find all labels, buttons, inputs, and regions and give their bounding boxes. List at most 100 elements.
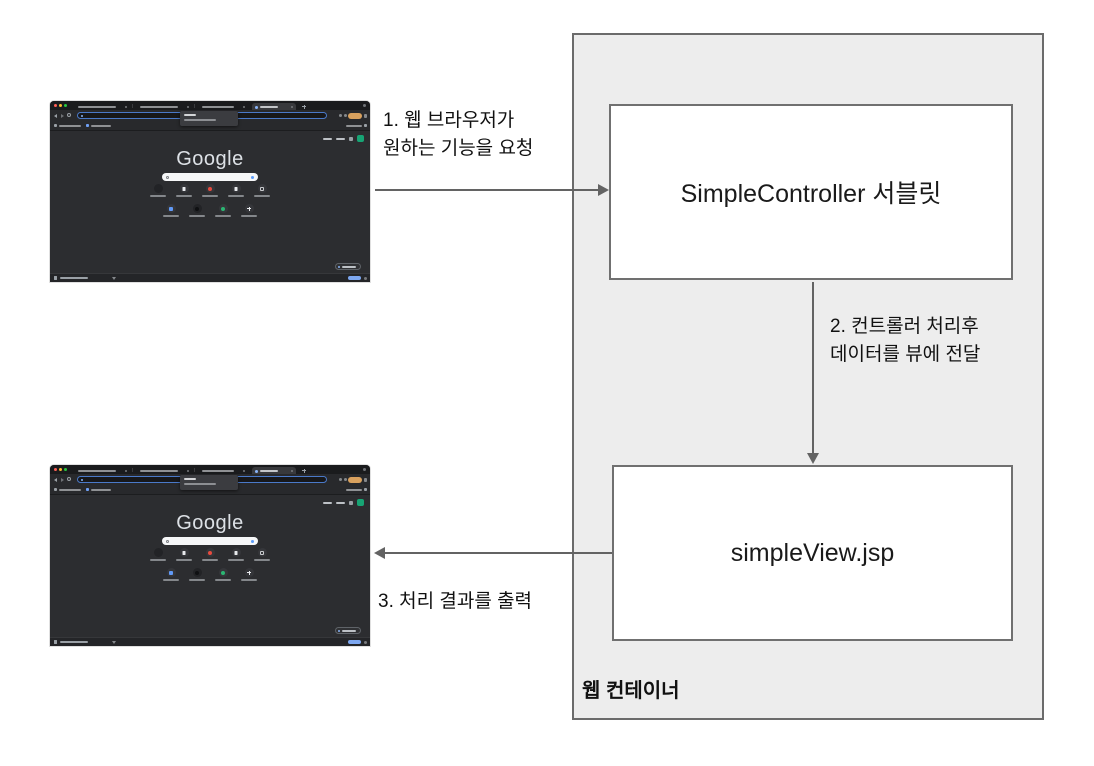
reload-icon: [67, 477, 71, 481]
download-filename-bar: [60, 277, 88, 279]
tab-close-icon: [243, 106, 245, 108]
shortcut-translate-icon: [166, 204, 176, 213]
add-shortcut-icon: [244, 204, 254, 213]
shortcut-label-bar: [176, 195, 192, 197]
site-favicon-icon: [81, 114, 83, 117]
arrow-request-head-icon: [598, 184, 609, 196]
shortcut-doc-icon: [231, 184, 241, 193]
shortcut-outline-icon: [257, 548, 267, 557]
search-box: [162, 173, 258, 181]
back-icon: [54, 113, 57, 118]
bookmark-star-icon: [344, 114, 347, 117]
browser-screenshot-request: Google: [50, 101, 370, 282]
header-links: [323, 499, 364, 506]
header-links: [323, 135, 364, 142]
profile-badge: [348, 476, 362, 483]
shortcut-item: [202, 548, 218, 561]
bookmarks-bar: [50, 485, 370, 495]
images-link-bar: [336, 137, 345, 140]
forward-icon: [61, 113, 64, 118]
arrow-request-line: [375, 189, 599, 191]
browser-menu-icon: [364, 113, 367, 118]
hover-card-title-bar: [184, 478, 196, 480]
simplecontroller-label: SimpleController 서블릿: [680, 180, 942, 208]
tab-active: [252, 467, 296, 474]
shortcut-github-icon: [192, 204, 202, 213]
tab-close-icon: [125, 470, 127, 472]
shortcut-item: [241, 568, 257, 581]
tab-inactive-2: [136, 467, 192, 474]
simplecontroller-box: SimpleController 서블릿: [609, 104, 1013, 280]
tab-separator: [132, 104, 133, 108]
shortcut-item: [241, 204, 257, 217]
new-tab-icon: [302, 468, 306, 473]
apps-grid-icon: [349, 500, 353, 505]
download-file-icon: [54, 276, 57, 280]
shortcut-label-bar: [215, 579, 231, 581]
images-link-bar: [336, 501, 345, 504]
download-show-all-button: [348, 276, 361, 280]
shortcut-item: [176, 184, 192, 197]
shortcut-row-1: [50, 184, 370, 197]
shortcut-label-bar: [189, 215, 205, 217]
apps-grid-icon: [349, 136, 353, 141]
traffic-light-close-icon: [54, 104, 57, 107]
reading-list-label-bar: [346, 124, 362, 127]
step2-line1: 2. 컨트롤러 처리후: [830, 316, 979, 337]
account-avatar: [357, 135, 364, 142]
search-icon: [166, 175, 169, 179]
add-shortcut-icon: [244, 568, 254, 577]
traffic-light-minimize-icon: [59, 468, 62, 471]
traffic-light-close-icon: [54, 468, 57, 471]
shortcut-doc-icon: [231, 548, 241, 557]
bookmark-label-bar: [59, 488, 81, 491]
shortcut-item: [228, 548, 244, 561]
account-avatar: [357, 499, 364, 506]
shortcut-item: [163, 204, 179, 217]
browser-screenshot-response: Google: [50, 465, 370, 646]
shortcut-label-bar: [202, 195, 218, 197]
shortcut-item: [202, 184, 218, 197]
new-tab-page: Google: [50, 495, 370, 646]
pencil-icon: [338, 629, 340, 632]
shortcut-label-bar: [254, 559, 270, 561]
bookmark-star-icon: [344, 478, 347, 481]
reading-list-label-bar: [346, 488, 362, 491]
shortcut-item: [163, 568, 179, 581]
shortcut-row-2: [50, 568, 370, 581]
shortcut-label-bar: [176, 559, 192, 561]
step2-line2: 데이터를 뷰에 전달: [830, 344, 981, 365]
step3-label: 3. 처리 결과를 출력: [378, 588, 532, 616]
download-file-icon: [54, 640, 57, 644]
traffic-light-minimize-icon: [59, 104, 62, 107]
back-icon: [54, 477, 57, 482]
shortcut-green-icon: [218, 568, 228, 577]
tab-close-icon: [187, 106, 189, 108]
hover-card-subtitle-bar: [184, 483, 216, 485]
bookmark-label-bar: [91, 488, 111, 491]
bookmarks-bar: [50, 121, 370, 131]
pencil-icon: [338, 265, 340, 268]
shortcut-item: [176, 548, 192, 561]
web-container-label: 웹 컨테이너: [582, 680, 680, 702]
tab-hover-card: [180, 111, 238, 126]
arrow-output-line: [384, 552, 612, 554]
bookmark-favicon-icon: [54, 488, 57, 491]
shortcut-item: [254, 184, 270, 197]
chrome-window: Google: [50, 465, 370, 646]
shortcut-item: [189, 568, 205, 581]
shortcut-label-bar: [163, 579, 179, 581]
bookmark-label-bar: [59, 124, 81, 127]
tab-favicon-icon: [255, 105, 258, 109]
shortcut-item: [150, 548, 166, 561]
tab-close-icon: [187, 470, 189, 472]
shortcut-icon: [153, 548, 163, 557]
google-logo: Google: [176, 512, 244, 534]
side-panel-icon: [364, 488, 367, 491]
customize-label-bar: [342, 265, 356, 268]
shortcut-doc-icon: [179, 184, 189, 193]
tab-close-icon: [125, 106, 127, 108]
search-box: [162, 537, 258, 545]
tab-inactive-3: [198, 467, 248, 474]
